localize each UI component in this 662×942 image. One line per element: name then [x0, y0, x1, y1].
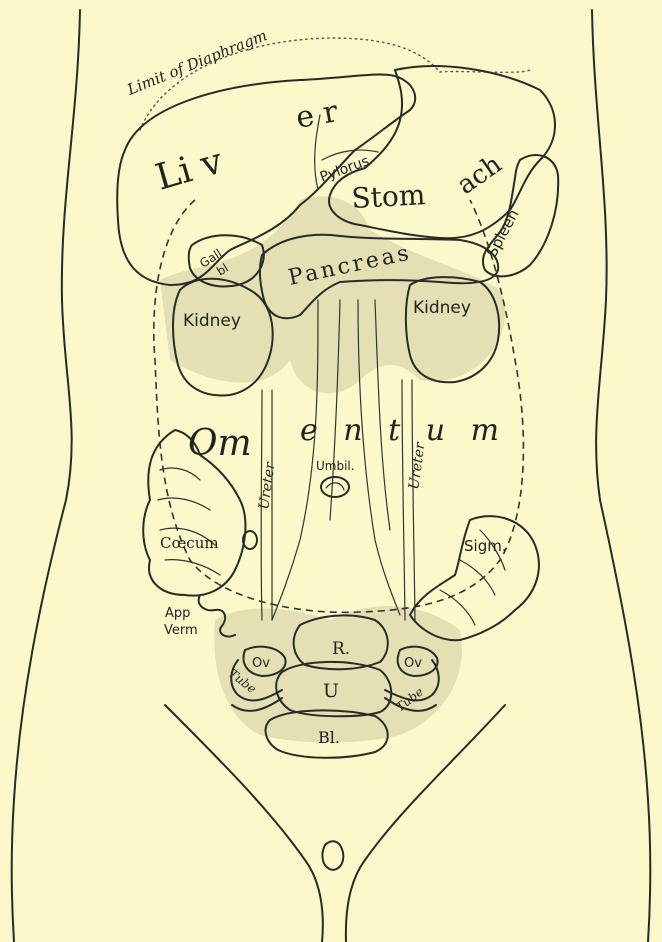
umbilicus [321, 477, 349, 497]
label-omentum-a: Om [188, 423, 252, 464]
label-uterus: U [323, 680, 339, 702]
label-omentum-b: e n t u m [300, 413, 507, 448]
label-app: App [165, 606, 190, 621]
groin-line-right [346, 705, 505, 942]
label-liver-a: Li v [151, 141, 228, 199]
label-caecum: Cœcum [160, 534, 219, 552]
vulva [322, 841, 343, 870]
label-diaphragm: Limit of Diaphragm [124, 26, 270, 99]
label-rectum: R. [332, 639, 350, 659]
label-bladder: Bl. [318, 728, 340, 747]
label-verm: Verm [164, 623, 198, 638]
label-umbil: Umbil. [316, 459, 355, 473]
label-kidney-left: Kidney [183, 311, 241, 331]
label-ov-right: Ov [404, 656, 422, 671]
body-outline-left [12, 10, 80, 942]
label-sigm: Sigm. [464, 537, 507, 555]
label-ureter-left: Ureter [256, 460, 279, 510]
body-outline-right [592, 10, 650, 942]
label-stomach-b: ach [452, 149, 508, 201]
label-ov-left: Ov [252, 656, 270, 671]
label-spleen: Spleen [483, 206, 523, 260]
label-kidney-right: Kidney [413, 298, 471, 318]
label-liver-b: e r [293, 94, 341, 136]
retroperitoneal-shading [160, 196, 505, 393]
umbilicus-inner [326, 483, 344, 490]
label-stomach-a: Stom [351, 178, 426, 215]
